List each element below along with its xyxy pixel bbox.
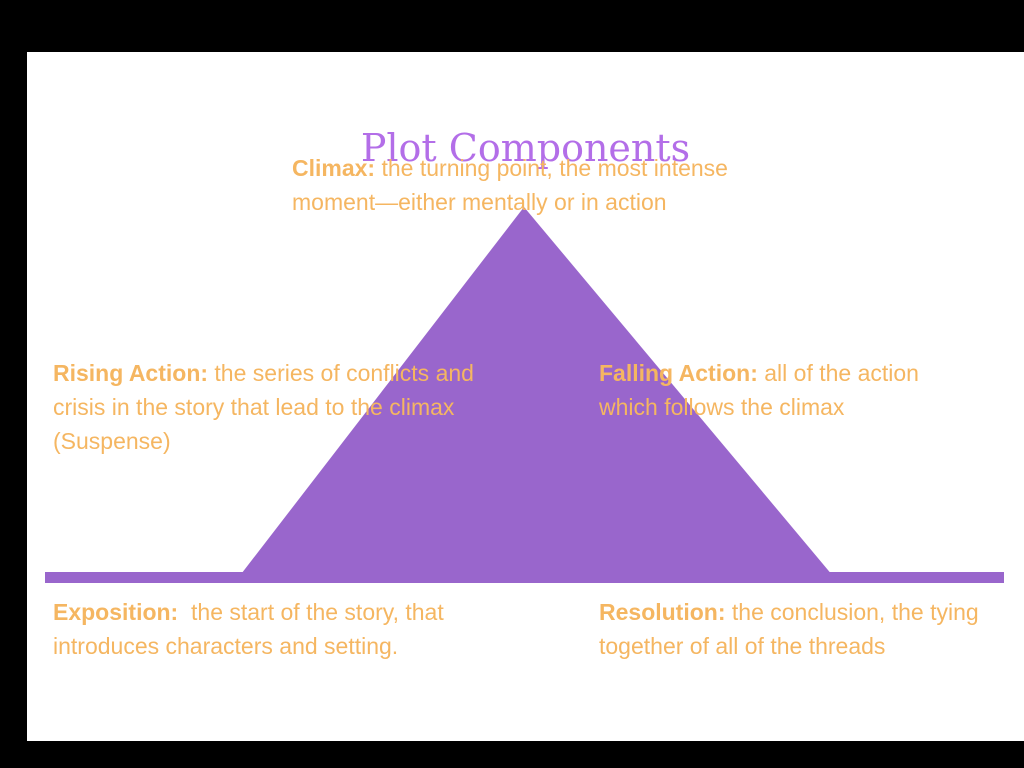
- rising-action-label: Rising Action: the series of conflicts a…: [53, 356, 498, 458]
- resolution-term: Resolution:: [599, 599, 726, 625]
- resolution-label: Resolution: the conclusion, the tying to…: [599, 595, 1024, 663]
- exposition-label: Exposition: the start of the story, that…: [53, 595, 493, 663]
- falling-action-label: Falling Action: all of the action which …: [599, 356, 929, 424]
- climax-description: the turning point, the most intense mome…: [292, 155, 735, 215]
- slide-title: Plot Components: [360, 126, 691, 170]
- falling-action-description: all of the action which follows the clim…: [599, 360, 926, 420]
- climax-term: Climax:: [292, 155, 376, 181]
- plot-triangle: [235, 207, 838, 582]
- climax-label: Climax: the turning point, the most inte…: [292, 151, 742, 219]
- falling-action-term: Falling Action:: [599, 360, 758, 386]
- resolution-description: the conclusion, the tying together of al…: [599, 599, 986, 659]
- exposition-description: the start of the story, that introduces …: [53, 599, 451, 659]
- rising-action-description: the series of conflicts and crisis in th…: [53, 360, 481, 454]
- rising-action-term: Rising Action:: [53, 360, 209, 386]
- exposition-term: Exposition:: [53, 599, 179, 625]
- plot-diagram: [45, 207, 1004, 583]
- slide: Plot Components Climax: the turning poin…: [27, 52, 1024, 741]
